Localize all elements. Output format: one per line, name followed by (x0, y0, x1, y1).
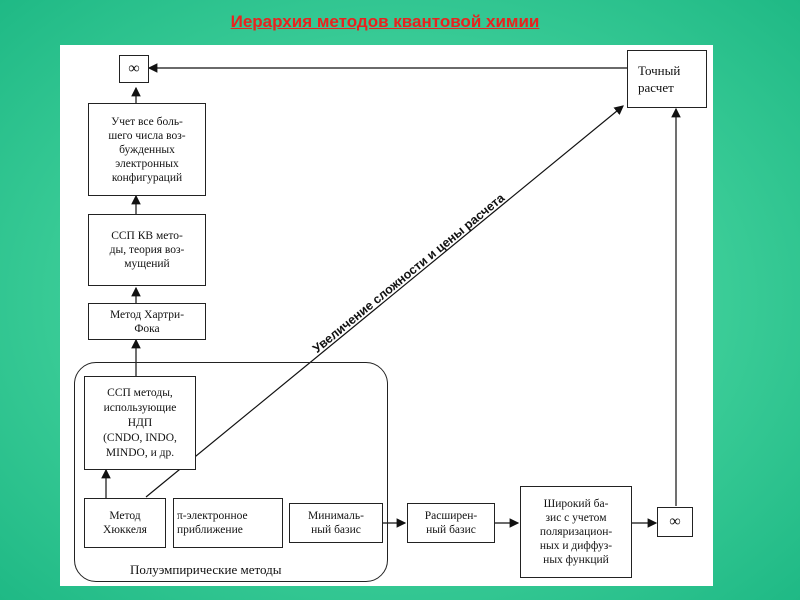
infinity-top-box: ∞ (119, 55, 149, 83)
semiempirical-group (74, 362, 388, 582)
exact-calculation-box: Точный расчет (627, 50, 707, 108)
scf-ndp-box: ССП методы, использующие НДП (CNDO, INDO… (84, 376, 196, 470)
huckel-box: Метод Хюккеля (84, 498, 166, 548)
hartree-fock-box: Метод Хартри- Фока (88, 303, 206, 340)
pi-electron-box: π-электронное приближение (173, 498, 283, 548)
diagram-panel: Полуэмпирические методы ∞ Учет все боль-… (60, 45, 713, 586)
extended-basis-box: Расширен- ный базис (407, 503, 495, 543)
connector-lines (101, 63, 681, 528)
semiempirical-label: Полуэмпирические методы (130, 562, 282, 577)
excited-configurations-box: Учет все боль- шего числа воз- бужденных… (88, 103, 206, 196)
diagonal-arrow (145, 105, 624, 498)
scf-ci-box: ССП КВ мето- ды, теория воз- мущений (88, 214, 206, 286)
infinity-right-box: ∞ (657, 507, 693, 537)
slide-title: Иерархия методов квантовой химии (230, 12, 540, 31)
minimal-basis-box: Минималь- ный базис (289, 503, 383, 543)
wide-basis-box: Широкий ба- зис с учетом поляризацион- н… (520, 486, 632, 578)
